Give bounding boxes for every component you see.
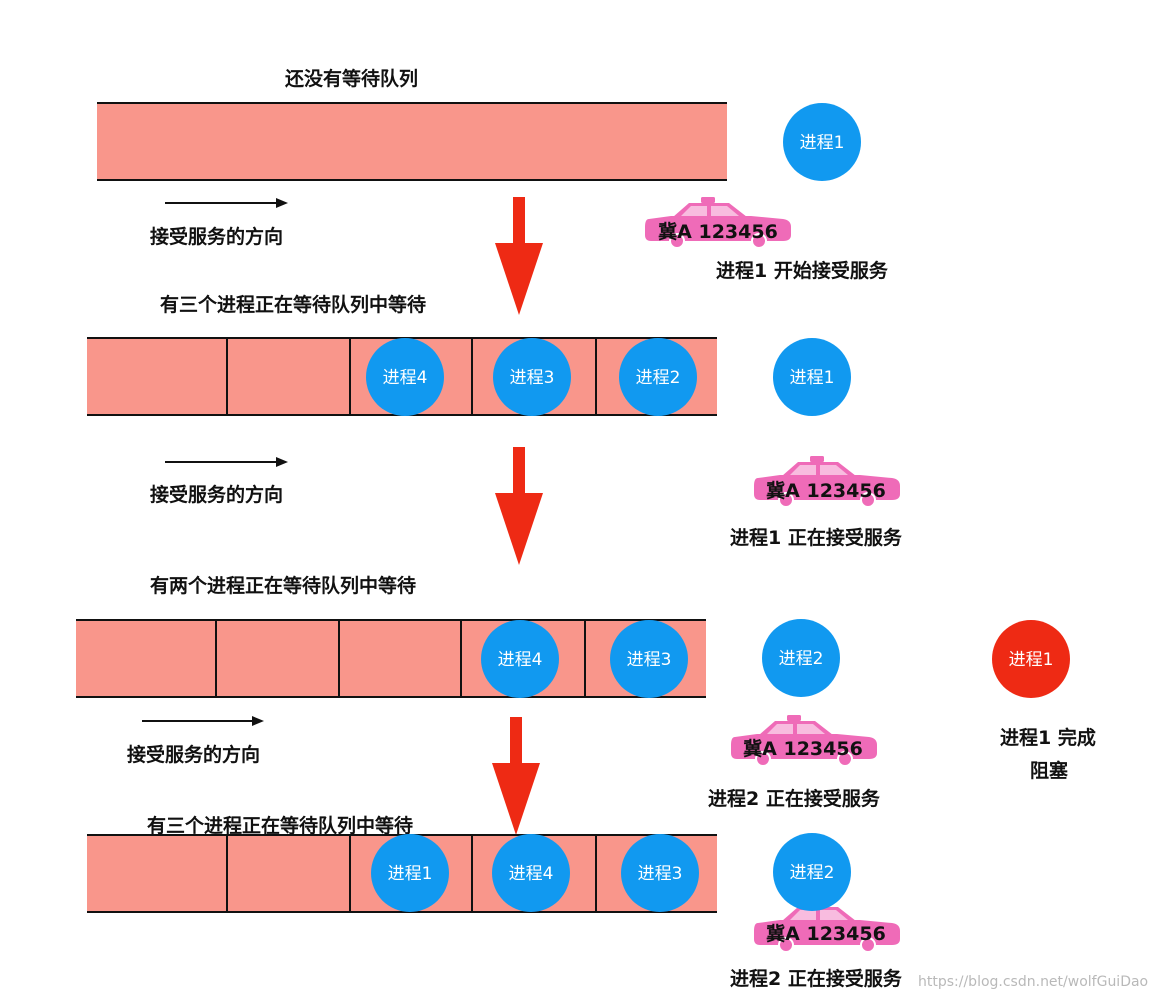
svg-text:进程1: 进程1 (790, 368, 835, 388)
stage4-queue-item-3: 进程3 (621, 834, 699, 912)
svg-text:进程3: 进程3 (638, 864, 683, 884)
svg-text:进程4: 进程4 (498, 650, 543, 670)
stage2-queue-item-2: 进程3 (493, 338, 571, 416)
stage4-serving-process: 进程2 (773, 833, 851, 911)
flow-arrow-1 (495, 197, 543, 315)
stage2-title: 有三个进程正在等待队列中等待 (160, 294, 427, 316)
stage2-status: 进程1 正在接受服务 (730, 527, 902, 549)
svg-text:冀A 123456: 冀A 123456 (743, 737, 863, 760)
stage2-queue-item-3: 进程2 (619, 338, 697, 416)
flow-arrow-2 (495, 447, 543, 565)
svg-text:冀A 123456: 冀A 123456 (766, 479, 886, 502)
flow-arrow-3 (492, 717, 540, 835)
stage3-queue (76, 619, 706, 698)
svg-text:进程3: 进程3 (510, 368, 555, 388)
stage3-queue-item-1: 进程4 (481, 620, 559, 698)
stage1-direction-arrow (165, 198, 288, 208)
stage1-queue (97, 102, 727, 181)
svg-text:进程2: 进程2 (636, 368, 681, 388)
stage3-car: 冀A 123456 (730, 714, 878, 767)
stage1-direction-label: 接受服务的方向 (150, 226, 284, 248)
stage3-direction-arrow (142, 716, 264, 726)
stage2-direction-label: 接受服务的方向 (150, 484, 284, 506)
stage1-serving-label: 进程1 (800, 133, 845, 153)
blocked-status-line2: 阻塞 (1030, 760, 1069, 782)
stage4-queue-item-2: 进程4 (492, 834, 570, 912)
stage3-direction-label: 接受服务的方向 (127, 744, 261, 766)
svg-text:进程4: 进程4 (383, 368, 428, 388)
svg-text:进程1: 进程1 (388, 864, 433, 884)
stage1-status: 进程1 开始接受服务 (716, 260, 888, 282)
stage4-title: 有三个进程正在等待队列中等待 (147, 815, 414, 837)
stage3-status: 进程2 正在接受服务 (708, 788, 880, 810)
svg-text:进程3: 进程3 (627, 650, 672, 670)
stage4-car: 冀A 123456 (753, 900, 901, 953)
svg-text:进程4: 进程4 (509, 864, 554, 884)
svg-text:进程1: 进程1 (1009, 650, 1054, 670)
svg-text:进程2: 进程2 (790, 863, 835, 883)
stage4-status: 进程2 正在接受服务 (730, 968, 902, 990)
stage2-queue-item-1: 进程4 (366, 338, 444, 416)
stage1-title: 还没有等待队列 (285, 68, 419, 90)
stage1-serving-process: 进程1 (783, 103, 861, 181)
stage2-car: 冀A 123456 (753, 455, 901, 508)
svg-text:冀A 123456: 冀A 123456 (766, 922, 886, 945)
stage3-blocked-process: 进程1 (992, 620, 1070, 698)
stage2-serving-process: 进程1 (773, 338, 851, 416)
stage3-queue-item-2: 进程3 (610, 620, 688, 698)
blocked-status-line1: 进程1 完成 (1000, 727, 1096, 749)
stage2-direction-arrow (165, 457, 288, 467)
watermark: https://blog.csdn.net/wolfGuiDao (918, 974, 1149, 990)
stage1-car-plate: 冀A 123456 (658, 220, 778, 243)
svg-text:进程2: 进程2 (779, 649, 824, 669)
stage1-car: 冀A 123456 (644, 196, 792, 249)
stage3-serving-process: 进程2 (762, 619, 840, 697)
stage4-queue-item-1: 进程1 (371, 834, 449, 912)
stage3-title: 有两个进程正在等待队列中等待 (150, 575, 417, 597)
